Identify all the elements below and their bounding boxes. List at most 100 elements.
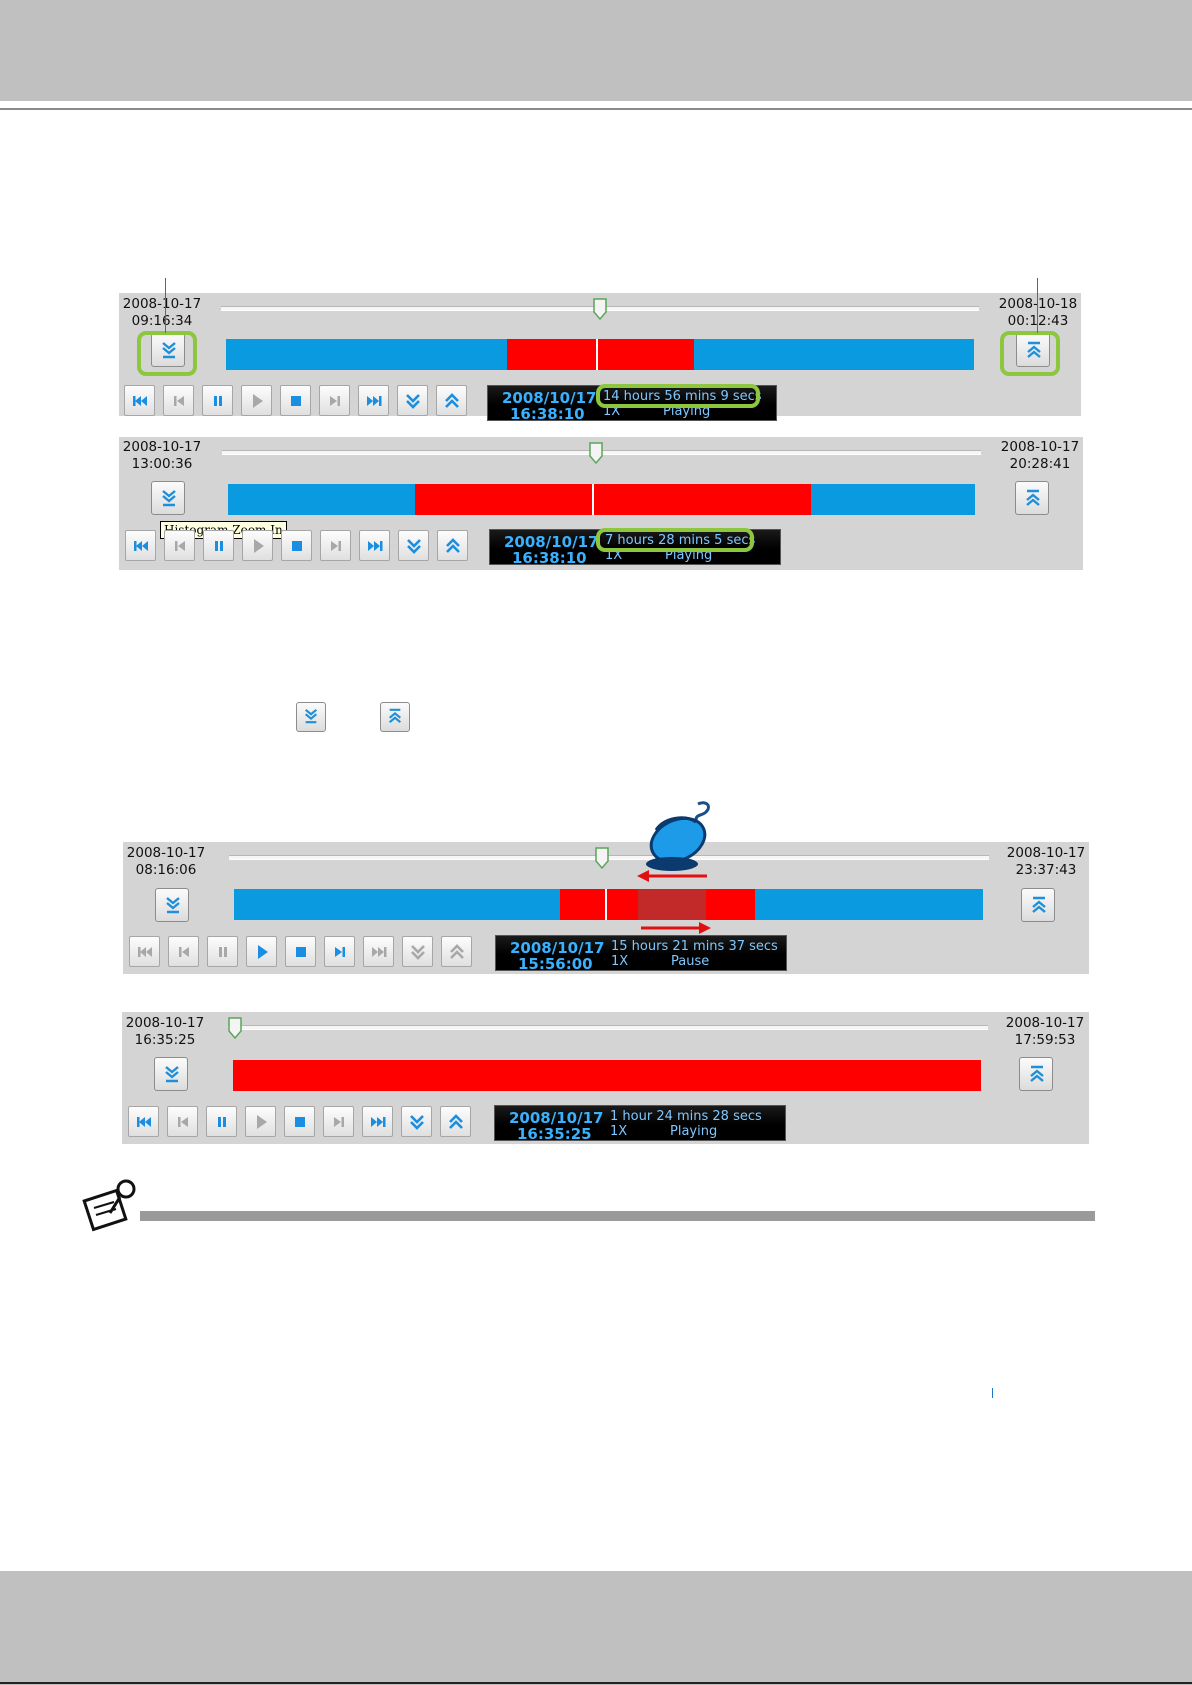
faster-button[interactable] <box>437 530 468 561</box>
next-frame-icon <box>334 1117 344 1127</box>
display-date: 2008/10/17 <box>509 1109 604 1127</box>
histogram-zoom-out-button[interactable] <box>1015 481 1049 515</box>
previous-frame-icon <box>174 396 184 406</box>
next-frame-button[interactable] <box>320 530 351 561</box>
slower-button[interactable] <box>397 385 428 416</box>
pause-button[interactable] <box>202 385 233 416</box>
event-segment <box>506 339 694 370</box>
stop-icon <box>291 396 301 406</box>
histogram-zoom-in-button[interactable] <box>154 1057 188 1091</box>
drag-selection[interactable] <box>638 889 706 920</box>
play-button[interactable] <box>241 385 272 416</box>
faster-button[interactable] <box>441 936 472 967</box>
faster-icon <box>450 944 464 959</box>
previous-frame-icon <box>179 947 189 957</box>
slower-button[interactable] <box>402 936 433 967</box>
previous-frame-icon <box>178 1117 188 1127</box>
histogram-zoom-in-icon <box>304 708 318 724</box>
skip-to-start-button[interactable] <box>129 936 160 967</box>
faster-button[interactable] <box>436 385 467 416</box>
time-slider-thumb[interactable] <box>594 847 609 870</box>
previous-frame-button[interactable] <box>168 936 199 967</box>
skip-to-end-button[interactable] <box>358 385 389 416</box>
histogram-zoom-in-button[interactable] <box>151 481 185 515</box>
skip-to-end-icon <box>371 1117 386 1127</box>
pause-icon <box>219 947 227 957</box>
histogram-zoom-in-icon <box>162 342 176 359</box>
skip-to-start-button[interactable] <box>125 530 156 561</box>
slower-button[interactable] <box>398 530 429 561</box>
display-time: 16:35:25 <box>517 1125 592 1141</box>
pause-icon <box>218 1117 226 1127</box>
skip-to-end-button[interactable] <box>362 1106 393 1137</box>
stop-button[interactable] <box>285 936 316 967</box>
histogram-zoom-out-button[interactable] <box>1019 1057 1053 1091</box>
pause-button[interactable] <box>207 936 238 967</box>
play-icon <box>254 539 264 553</box>
time-slider-track[interactable] <box>229 855 989 860</box>
display-date: 2008/10/17 <box>510 939 605 957</box>
play-button[interactable] <box>246 936 277 967</box>
time-slider-thumb[interactable] <box>589 442 604 465</box>
display-speed: 1X <box>610 1124 628 1139</box>
zoom-out-callout-line <box>1037 278 1038 333</box>
play-button[interactable] <box>245 1106 276 1137</box>
previous-frame-icon <box>175 541 185 551</box>
slower-button[interactable] <box>401 1106 432 1137</box>
time-slider-track[interactable] <box>228 1025 988 1030</box>
slower-icon <box>411 945 425 960</box>
play-icon <box>257 1115 267 1129</box>
next-frame-button[interactable] <box>319 385 350 416</box>
next-frame-icon <box>335 947 345 957</box>
skip-to-end-button[interactable] <box>363 936 394 967</box>
histogram-bar[interactable] <box>233 1060 981 1091</box>
previous-frame-button[interactable] <box>163 385 194 416</box>
playback-info-display: 2008/10/17 16:35:25 1 hour 24 mins 28 se… <box>494 1105 786 1141</box>
next-frame-button[interactable] <box>324 936 355 967</box>
skip-to-end-icon <box>372 947 387 957</box>
play-button[interactable] <box>242 530 273 561</box>
stop-button[interactable] <box>281 530 312 561</box>
drag-arrows-icon <box>637 870 711 934</box>
previous-frame-button[interactable] <box>164 530 195 561</box>
header-rule <box>0 108 1192 110</box>
next-frame-button[interactable] <box>323 1106 354 1137</box>
histogram-zoom-out-button[interactable] <box>1021 888 1055 922</box>
time-slider-thumb[interactable] <box>593 298 607 321</box>
skip-to-end-button[interactable] <box>359 530 390 561</box>
display-duration: 14 hours 56 mins 9 secs <box>603 389 762 404</box>
histogram-zoom-in-icon <box>165 1066 179 1083</box>
playhead-marker <box>591 484 594 515</box>
previous-frame-button[interactable] <box>167 1106 198 1137</box>
histogram-zoom-out-button[interactable] <box>380 702 410 732</box>
playhead-marker <box>596 339 599 370</box>
display-status: Playing <box>670 1124 718 1139</box>
slower-icon <box>406 394 420 409</box>
histogram-zoom-out-icon <box>1027 341 1041 358</box>
histogram-zoom-in-button[interactable] <box>155 888 189 922</box>
skip-to-start-button[interactable] <box>124 385 155 416</box>
playhead-marker <box>604 889 607 920</box>
histogram-bar[interactable] <box>228 484 975 515</box>
note-divider <box>140 1211 1095 1221</box>
pause-button[interactable] <box>203 530 234 561</box>
faster-button[interactable] <box>440 1106 471 1137</box>
pause-icon <box>214 396 222 406</box>
display-date: 2008/10/17 <box>504 533 599 551</box>
stop-button[interactable] <box>284 1106 315 1137</box>
histogram-zoom-out-icon <box>1026 489 1040 506</box>
slower-icon <box>410 1115 424 1130</box>
pause-button[interactable] <box>206 1106 237 1137</box>
skip-to-start-button[interactable] <box>128 1106 159 1137</box>
histogram-bar[interactable] <box>234 889 983 920</box>
display-speed: 1X <box>611 954 629 969</box>
histogram-zoom-in-button[interactable] <box>296 702 326 732</box>
time-slider-thumb[interactable] <box>228 1017 242 1040</box>
histogram-bar[interactable] <box>226 339 974 370</box>
event-segment <box>233 1060 981 1091</box>
stop-button[interactable] <box>280 385 311 416</box>
